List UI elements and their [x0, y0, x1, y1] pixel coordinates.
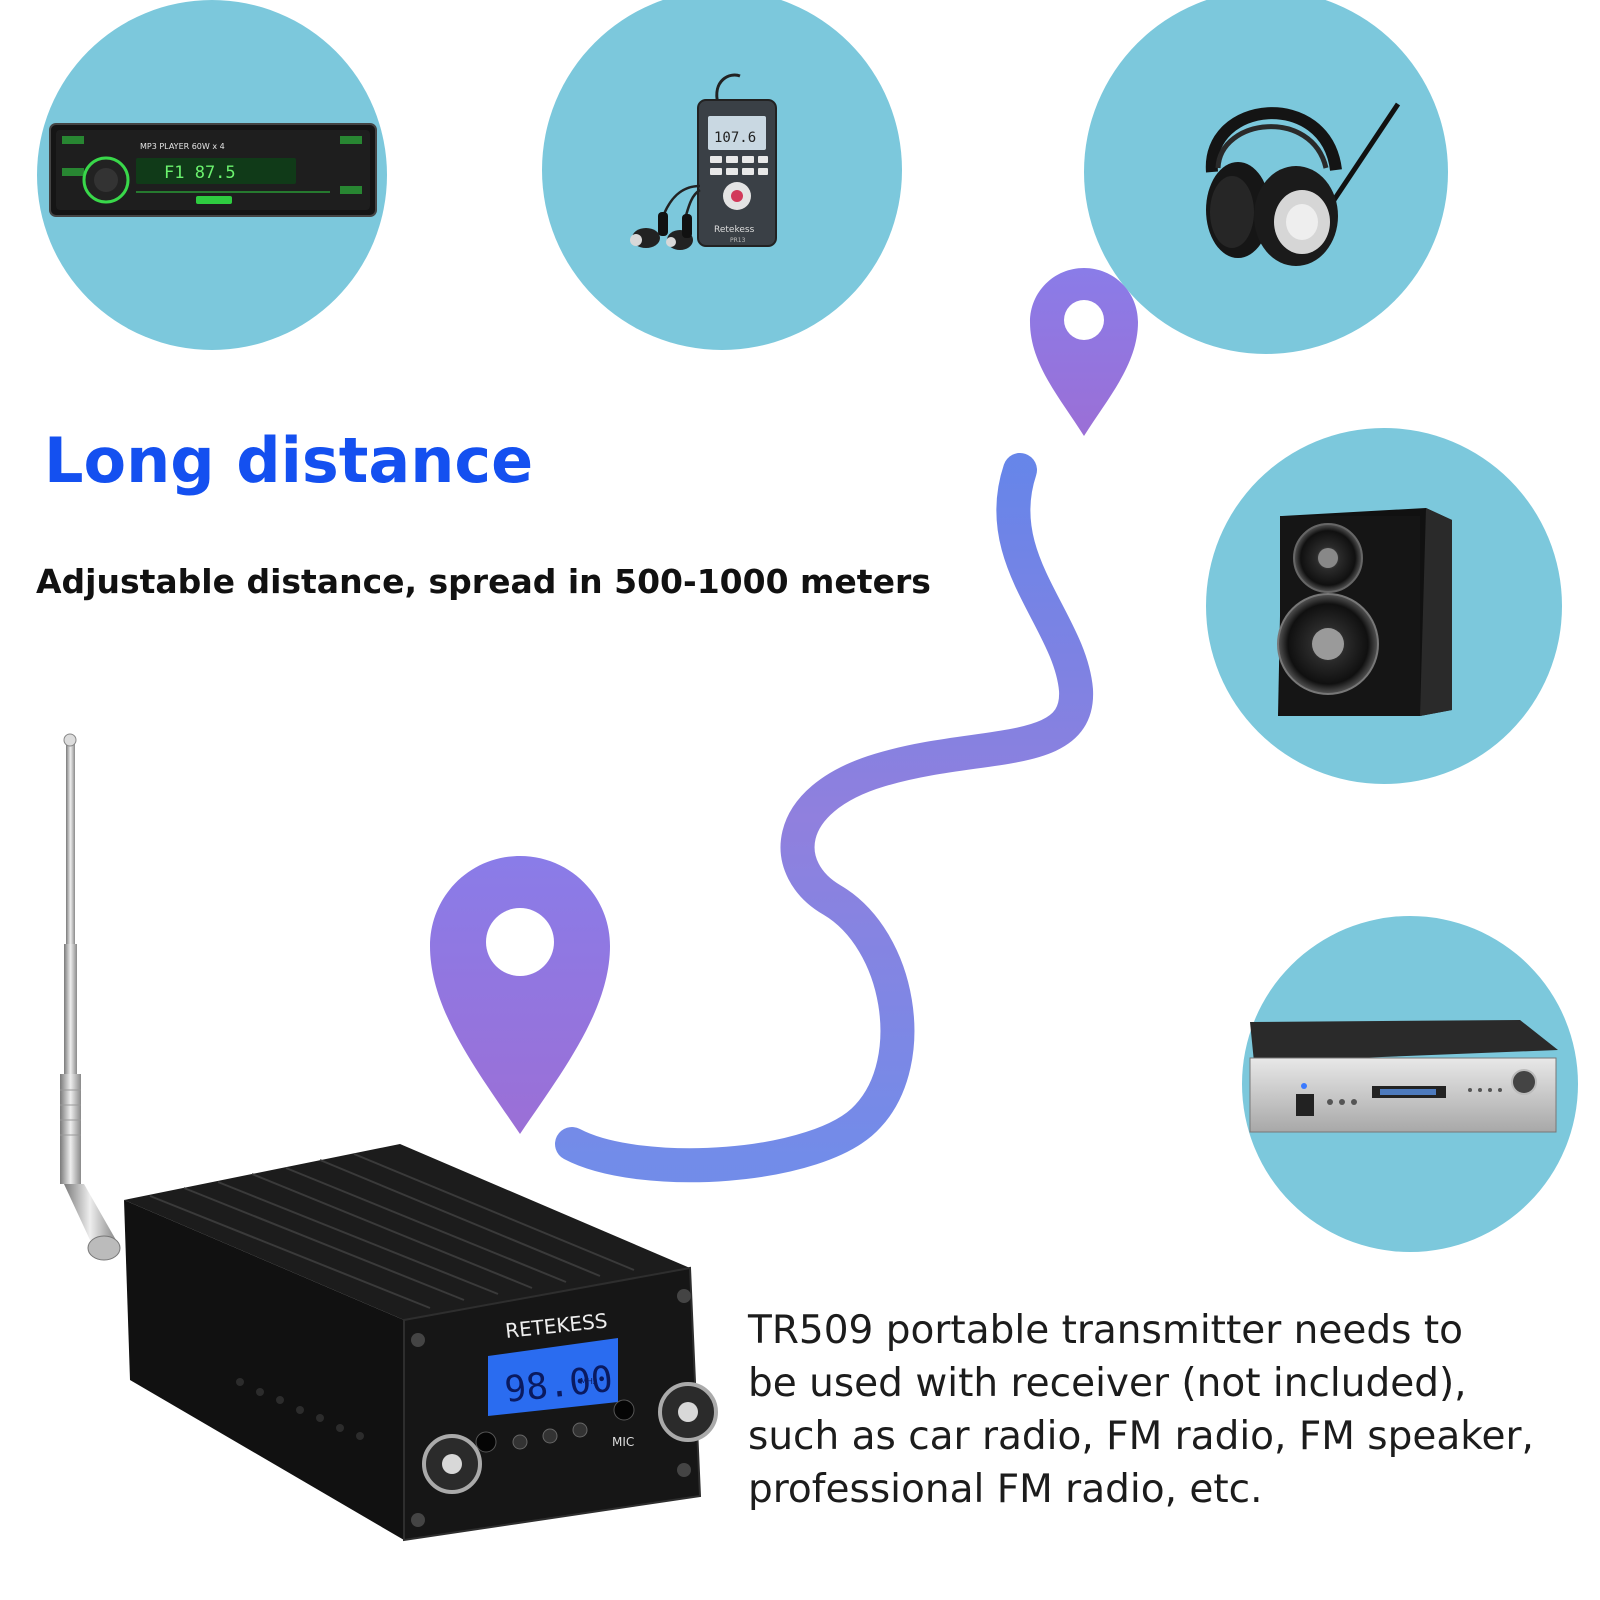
car-stereo-circle: MP3 PLAYER 60W x 4 F1 87.5 [37, 0, 387, 350]
antenna [60, 733, 121, 1261]
pocket-radio-model: PR13 [730, 237, 746, 244]
car-stereo-image: MP3 PLAYER 60W x 4 F1 87.5 [49, 123, 377, 217]
pocket-radio-brand: Retekess [714, 225, 755, 235]
rack-receiver-circle [1242, 916, 1578, 1252]
description-line: such as car radio, FM radio, FM speaker, [748, 1414, 1534, 1459]
car-stereo-label: MP3 PLAYER 60W x 4 [140, 142, 225, 151]
car-stereo-display: F1 87.5 [164, 163, 236, 183]
pocket-radio-circle: 107.6 Retekess PR13 [542, 0, 902, 350]
map-pin-icon [430, 856, 610, 1134]
description-line: professional FM radio, etc. [748, 1467, 1263, 1512]
headline: Long distance [44, 424, 534, 497]
subline: Adjustable distance, spread in 500-1000 … [36, 562, 931, 601]
description-line: TR509 portable transmitter needs to [748, 1308, 1464, 1353]
description-line: be used with receiver (not included), [748, 1361, 1467, 1406]
transmitter-freq-unit: MHz [580, 1377, 597, 1386]
headphone-image [1205, 102, 1401, 266]
headphone-circle [1084, 0, 1448, 354]
speaker-image [1277, 508, 1452, 716]
pocket-radio-image: 107.6 Retekess PR13 [630, 73, 777, 250]
rack-receiver-image [1249, 1020, 1558, 1133]
signal-path [555, 453, 1094, 1183]
mic-label: MIC [612, 1435, 634, 1449]
product-description: TR509 portable transmitter needs to be u… [748, 1304, 1588, 1516]
speaker-circle [1206, 428, 1562, 784]
transmitter-image: RETEKESS 98.00 MHz MIC [60, 733, 718, 1542]
map-pin-icon [1030, 268, 1138, 436]
pocket-radio-display: 107.6 [714, 130, 756, 146]
